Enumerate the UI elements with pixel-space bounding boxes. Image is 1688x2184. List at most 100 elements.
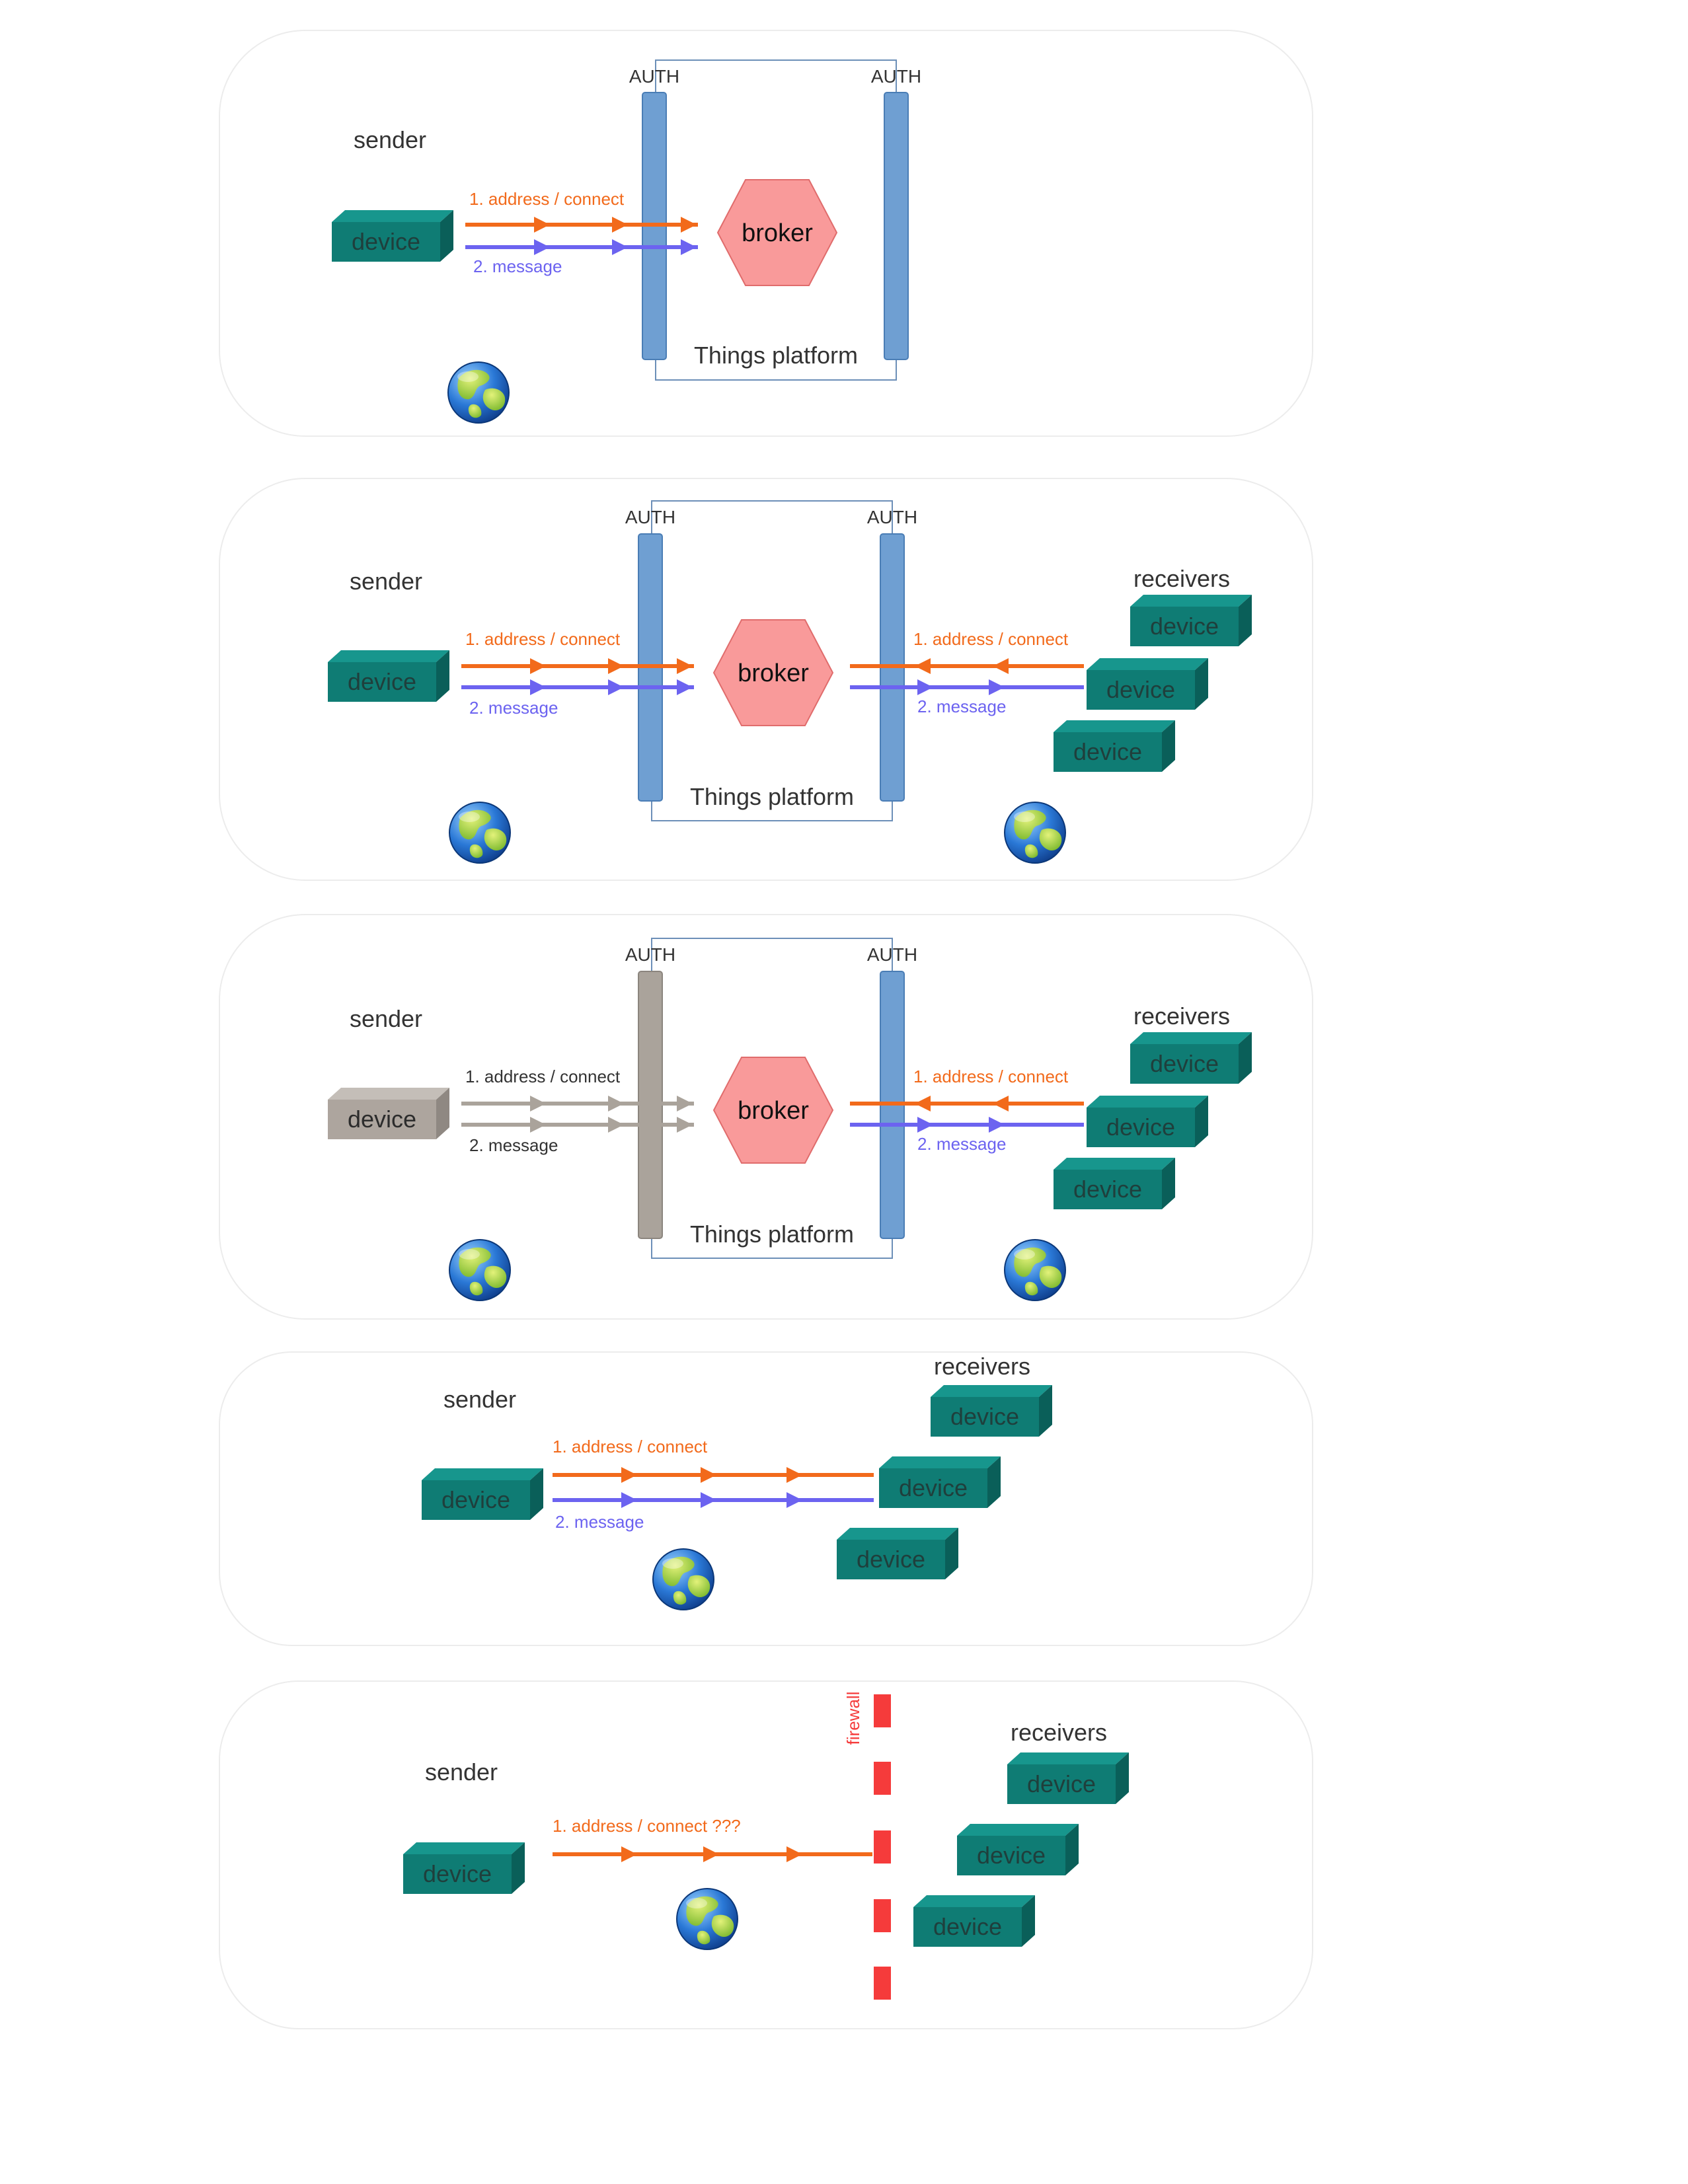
device-label: device bbox=[348, 668, 416, 695]
device-box-icon: device bbox=[1054, 1158, 1175, 1209]
receivers-label: receivers bbox=[1133, 565, 1230, 592]
device-label: device bbox=[1073, 1176, 1142, 1203]
device-box-icon: device bbox=[1087, 658, 1208, 710]
broker-label: broker bbox=[738, 1097, 809, 1125]
globe-icon bbox=[1004, 802, 1066, 864]
device-label: device bbox=[950, 1403, 1019, 1430]
connect-unknown-label: 1. address / connect ??? bbox=[553, 1816, 741, 1836]
sender-label: sender bbox=[354, 126, 426, 153]
device-box-icon: device bbox=[1130, 595, 1252, 646]
broker-label: broker bbox=[742, 219, 813, 247]
auth-label-left: AUTH bbox=[625, 507, 675, 527]
globe-icon bbox=[652, 1548, 714, 1610]
panel-2: Things platform AUTH AUTH broker sender … bbox=[219, 478, 1313, 881]
receiver-message-arrow bbox=[850, 1117, 1084, 1133]
device-label: device bbox=[977, 1842, 1046, 1869]
receiver-connect-arrow bbox=[850, 658, 1084, 674]
auth-label-right: AUTH bbox=[867, 507, 917, 527]
device-label: device bbox=[899, 1474, 968, 1501]
connect-arrow-inactive bbox=[461, 1096, 694, 1111]
receiver-connect-arrow bbox=[850, 1096, 1084, 1111]
message-arrow bbox=[461, 679, 694, 695]
receivers-label: receivers bbox=[934, 1353, 1030, 1380]
device-label: device bbox=[1106, 1113, 1175, 1141]
panel-frame bbox=[219, 1680, 1313, 2029]
device-label: device bbox=[423, 1860, 492, 1887]
device-box-icon: device bbox=[879, 1456, 1001, 1508]
sender-label: sender bbox=[350, 568, 422, 595]
panel-frame bbox=[219, 1351, 1313, 1646]
device-label: device bbox=[1150, 613, 1219, 640]
device-label: device bbox=[441, 1486, 510, 1513]
message-arrow bbox=[553, 1492, 874, 1508]
globe-icon bbox=[449, 802, 511, 864]
platform-label: Things platform bbox=[690, 1221, 854, 1248]
auth-label-right: AUTH bbox=[871, 66, 921, 87]
receiver-message-label: 2. message bbox=[917, 1134, 1006, 1154]
connect-label: 1. address / connect bbox=[465, 629, 621, 649]
message-label: 2. message bbox=[469, 1135, 558, 1155]
device-label: device bbox=[1106, 676, 1175, 703]
device-label: device bbox=[933, 1913, 1002, 1940]
receiver-connect-label: 1. address / connect bbox=[913, 1067, 1069, 1086]
broker-label: broker bbox=[738, 659, 809, 687]
message-arrow bbox=[465, 239, 698, 255]
sender-label: sender bbox=[350, 1005, 422, 1032]
broker-hexagon-icon: broker bbox=[712, 1057, 834, 1164]
panel-frame bbox=[219, 914, 1313, 1320]
device-label: device bbox=[1073, 738, 1142, 765]
broker-hexagon-icon: broker bbox=[712, 619, 834, 726]
message-label: 2. message bbox=[473, 256, 562, 276]
auth-label-right: AUTH bbox=[867, 944, 917, 965]
panel-1: Things platform AUTH AUTH broker sender … bbox=[219, 30, 1313, 437]
receiver-message-arrow bbox=[850, 679, 1084, 695]
auth-bar-right bbox=[884, 92, 909, 360]
device-label: device bbox=[1150, 1050, 1219, 1077]
connect-arrow bbox=[553, 1467, 874, 1483]
panel-4: sender device 1. address / connect 2. me… bbox=[219, 1351, 1313, 1646]
sender-label: sender bbox=[425, 1758, 498, 1786]
connect-arrow bbox=[461, 658, 694, 674]
panel-frame bbox=[219, 30, 1313, 437]
device-box-icon: device bbox=[837, 1528, 958, 1579]
auth-label-left: AUTH bbox=[629, 66, 679, 87]
panel-5: sender device 1. address / connect ??? f… bbox=[219, 1680, 1313, 2029]
message-arrow-inactive bbox=[461, 1117, 694, 1133]
connect-label: 1. address / connect bbox=[465, 1067, 621, 1086]
firewall: firewall bbox=[843, 1692, 891, 2000]
receiver-message-label: 2. message bbox=[917, 697, 1006, 716]
receivers-label: receivers bbox=[1011, 1719, 1107, 1746]
device-box-icon: device bbox=[422, 1468, 543, 1520]
firewall-segment bbox=[874, 1762, 891, 1795]
sender-label: sender bbox=[443, 1386, 516, 1413]
connect-arrow bbox=[465, 217, 698, 233]
device-box-icon: device bbox=[931, 1385, 1052, 1437]
device-label: device bbox=[1027, 1770, 1096, 1797]
connect-arrow bbox=[553, 1846, 872, 1862]
firewall-segment bbox=[874, 1694, 891, 1727]
globe-icon bbox=[676, 1888, 738, 1950]
message-label: 2. message bbox=[469, 698, 558, 718]
device-box-inactive-icon: device bbox=[328, 1088, 449, 1139]
device-box-icon: device bbox=[403, 1842, 525, 1894]
message-label: 2. message bbox=[555, 1512, 644, 1532]
firewall-label: firewall bbox=[843, 1692, 863, 1745]
receivers-label: receivers bbox=[1133, 1002, 1230, 1030]
device-label: device bbox=[348, 1106, 416, 1133]
panel-frame bbox=[219, 478, 1313, 881]
platform-label: Things platform bbox=[694, 342, 858, 369]
device-box-icon: device bbox=[1054, 720, 1175, 772]
device-label: device bbox=[857, 1546, 925, 1573]
device-box-icon: device bbox=[328, 650, 449, 702]
device-box-icon: device bbox=[913, 1895, 1035, 1947]
device-box-icon: device bbox=[1087, 1096, 1208, 1147]
device-box-icon: device bbox=[332, 210, 453, 262]
connect-label: 1. address / connect bbox=[553, 1437, 708, 1456]
firewall-segment bbox=[874, 1967, 891, 2000]
auth-label-left: AUTH bbox=[625, 944, 675, 965]
device-label: device bbox=[352, 228, 420, 255]
receiver-connect-label: 1. address / connect bbox=[913, 629, 1069, 649]
globe-icon bbox=[449, 1239, 511, 1301]
globe-icon bbox=[1004, 1239, 1066, 1301]
